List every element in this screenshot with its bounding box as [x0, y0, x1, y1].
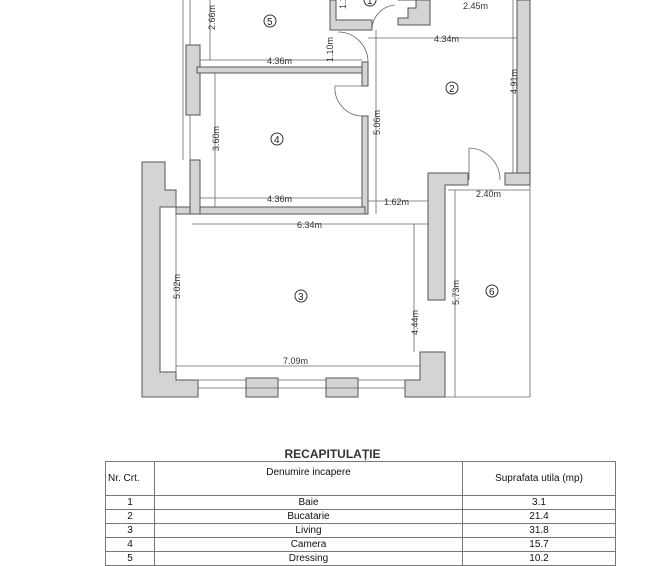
dim-label: 2.45m: [463, 1, 488, 11]
table-header: Nr. Crt. Denumire incapere Suprafata uti…: [105, 461, 616, 496]
room-number: 3: [298, 292, 304, 303]
dim-label: 5.06m: [372, 110, 382, 135]
room-number: 6: [489, 287, 495, 298]
cell-nr: 3: [105, 523, 155, 538]
dim-label: 3.60m: [211, 126, 221, 151]
header-name: Denumire incapere: [154, 461, 463, 496]
cell-nr: 4: [105, 537, 155, 552]
cell-name: Camera: [154, 537, 463, 552]
floor-plan: 1 2 3 4 5 6 2.66m 4.36m 1.10m 1.1 2.45m …: [141, 0, 531, 398]
dim-label: 4.44m: [410, 310, 420, 335]
header-area: Suprafata utila (mp): [462, 461, 616, 496]
room-number: 5: [267, 17, 273, 28]
dimension-labels: 2.66m 4.36m 1.10m 1.1 2.45m 4.34m 4.91m …: [172, 0, 519, 366]
cell-nr: 5: [105, 551, 155, 566]
dim-label: 2.66m: [207, 5, 217, 30]
room-number: 2: [449, 84, 455, 95]
cell-name: Bucatarie: [154, 509, 463, 524]
dim-label: 5.02m: [172, 274, 182, 299]
cell-nr: 1: [105, 495, 155, 510]
dim-label: 5.73m: [451, 280, 461, 305]
lines: [142, 0, 531, 398]
cell-area: 15.7: [462, 537, 616, 552]
room-number: 4: [274, 135, 280, 146]
cell-area: 3.1: [462, 495, 616, 510]
cell-nr: 2: [105, 509, 155, 524]
header-nr: Nr. Crt.: [105, 461, 155, 496]
table-title: RECAPITULAȚIE: [284, 447, 381, 461]
dim-label: 4.91m: [509, 69, 519, 94]
dim-label: 1.10m: [325, 37, 335, 62]
room-number: 1: [367, 0, 373, 7]
cell-name: Living: [154, 523, 463, 538]
room-numbers: 1 2 3 4 5 6: [263, 0, 499, 303]
cell-name: Dressing: [154, 551, 463, 566]
walls: [141, 0, 531, 398]
cell-area: 21.4: [462, 509, 616, 524]
dim-label: 7.09m: [283, 356, 308, 366]
dim-label: 1.62m: [384, 197, 409, 207]
dim-label: 4.36m: [267, 194, 292, 204]
cell-area: 31.8: [462, 523, 616, 538]
rooms-table: Nr. Crt. Denumire incapere Suprafata uti…: [105, 461, 616, 566]
dim-label: 2.40m: [476, 189, 501, 199]
dim-label: 4.34m: [434, 34, 459, 44]
cell-name: Baie: [154, 495, 463, 510]
dim-label: 4.36m: [267, 56, 292, 66]
dim-label: 1.1: [338, 0, 348, 9]
dim-label: 6.34m: [297, 220, 322, 230]
cell-area: 10.2: [462, 551, 616, 566]
